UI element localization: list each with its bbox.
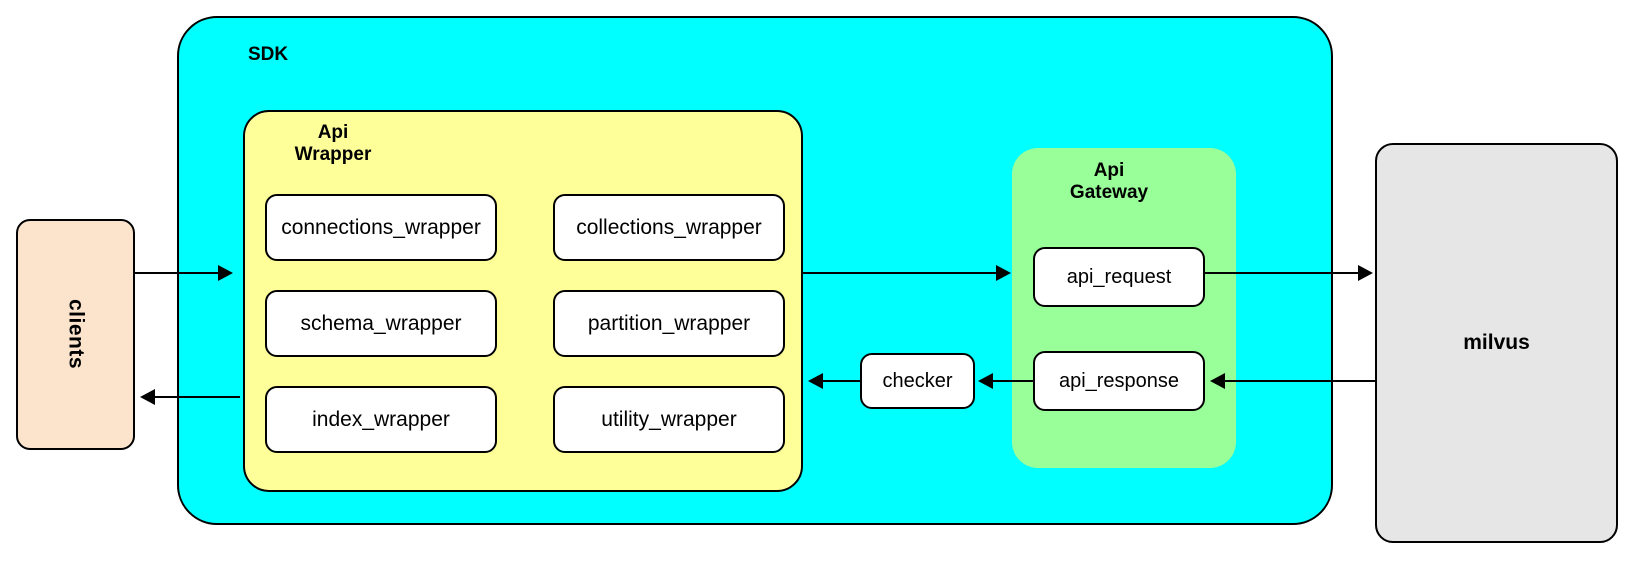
module-api-request[interactable]: api_request [1033,247,1205,307]
flow-line [135,272,220,274]
module-checker[interactable]: checker [860,353,975,409]
node-clients[interactable]: clients [16,219,135,450]
arrow-left-icon [140,389,155,405]
module-connections-wrapper[interactable]: connections_wrapper [265,194,497,261]
node-clients-label: clients [64,299,88,370]
module-label: checker [882,369,953,392]
flow-line [1225,380,1375,382]
module-collections-wrapper[interactable]: collections_wrapper [553,194,785,261]
module-label: schema_wrapper [300,311,462,335]
container-api-gateway: Api Gateway [1012,148,1236,468]
module-api-response[interactable]: api_response [1033,351,1205,411]
node-milvus[interactable]: milvus [1375,143,1618,543]
module-label: api_request [1066,265,1172,288]
module-label: api_response [1058,369,1180,392]
module-label: collections_wrapper [576,215,762,239]
module-partition-wrapper[interactable]: partition_wrapper [553,290,785,357]
flow-line [155,396,240,398]
module-utility-wrapper[interactable]: utility_wrapper [553,386,785,453]
arrow-left-icon [978,373,993,389]
module-index-wrapper[interactable]: index_wrapper [265,386,497,453]
arrow-left-icon [808,373,823,389]
flow-line [803,272,998,274]
module-label: index_wrapper [312,407,450,431]
module-label: utility_wrapper [601,407,737,431]
arrow-left-icon [1210,373,1225,389]
flow-line [993,380,1033,382]
container-api-gateway-title: Api Gateway [1069,160,1149,203]
container-sdk-title: SDK [247,44,289,65]
container-api-wrapper-title: Api Wrapper [294,122,372,165]
module-label: connections_wrapper [281,215,481,239]
arrow-right-icon [218,265,233,281]
flow-line [1205,272,1360,274]
flow-line [823,380,860,382]
arrow-right-icon [996,265,1011,281]
node-milvus-label: milvus [1463,331,1530,354]
module-label: partition_wrapper [587,311,751,335]
module-schema-wrapper[interactable]: schema_wrapper [265,290,497,357]
arrow-right-icon [1358,265,1373,281]
